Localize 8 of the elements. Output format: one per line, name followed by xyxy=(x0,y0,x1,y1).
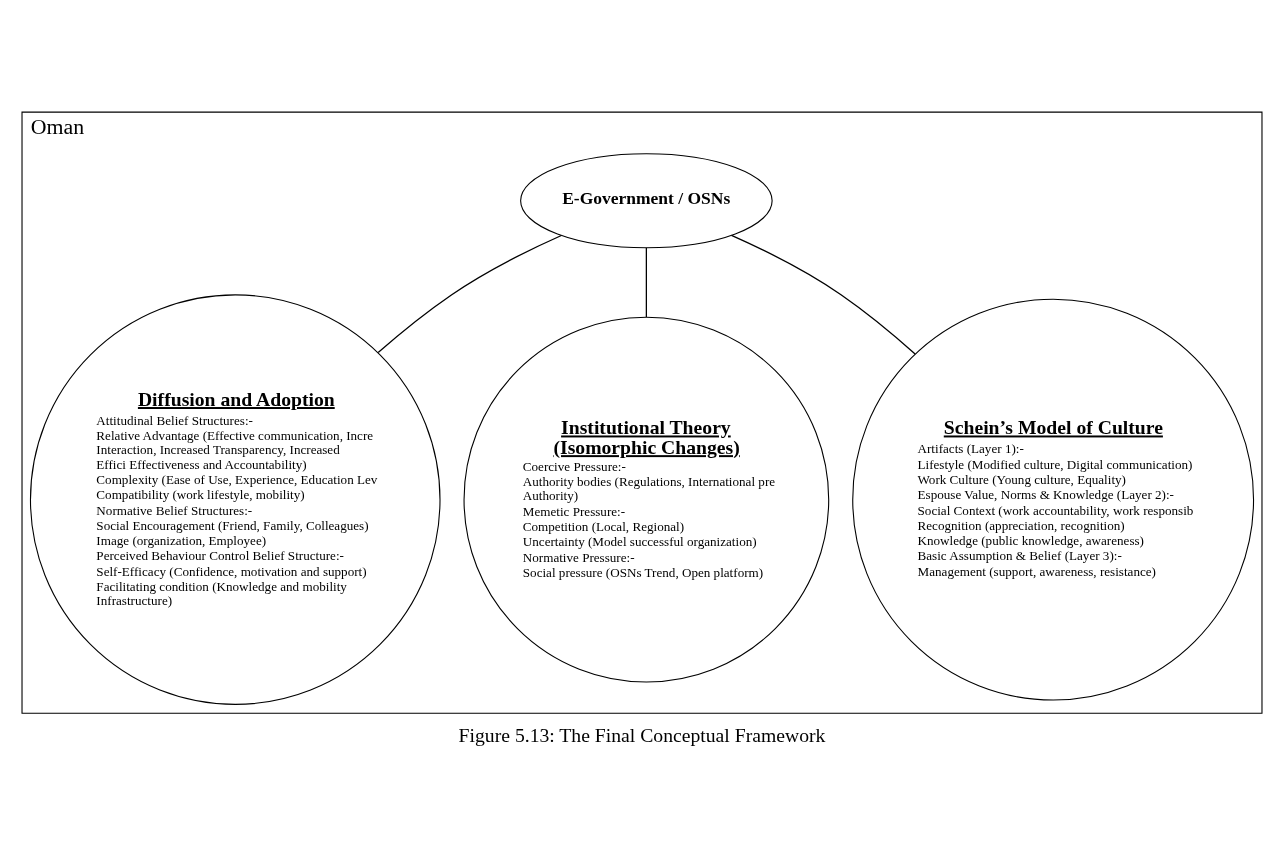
node-ellipse: E-Government / OSNs xyxy=(520,153,773,249)
caption: Figure 5.13: The Final Conceptual Framework xyxy=(458,724,826,747)
connector xyxy=(730,234,916,355)
connector xyxy=(377,234,562,354)
connector xyxy=(645,247,648,318)
node-circle: Diffusion and Adoption Attitudinal Belief Structures:- Relative Advantage (Effective communication, Incre Interaction, Increased Transparency, Increased Effici Effectiveness and Accountability) Complexity (Ease of Use, Experience, Education Lev Compatibility (work lifestyle, mobility) Normative Belief Structures:- Social Encouragement (Friend, Family, Colleagues) Image (organization, Employee) Perceived Behaviour Control Belief Structure:- Self-Efficacy (Confidence, motivation and support) Facilitating condition (Knowledge and mobility Infrastructure) xyxy=(29,294,441,705)
node-circle: Schein’s Model of Culture Artifacts (Layer 1):- Lifestyle (Modified culture, Digital communication) Work Culture (Young culture, Equality) Espouse Value, Norms & Knowledge (Layer 2):- Social Context (work accountability, work responsib Recognition (appreciation, recognition) Knowledge (public knowledge, awareness) Basic Assumption & Belief (Layer 3):- Management (support, awareness, resistance) xyxy=(852,298,1255,701)
node-circle: Institutional Theory (Isomorphic Changes) Coercive Pressure:- Authority bodies (Regulations, International pre Authority) Memetic Pressure:- Competition (Local, Regional) Uncertainty (Model successful organization) Normative Pressure:- Social pressure (OSNs Trend, Open platform) xyxy=(463,316,830,683)
